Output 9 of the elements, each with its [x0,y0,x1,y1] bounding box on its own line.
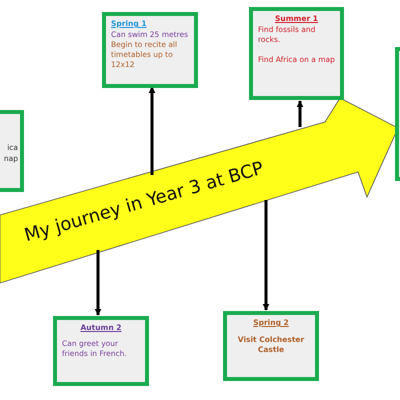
arrow [148,86,156,175]
text-box [0,110,24,192]
text-box [53,316,149,386]
arrow [94,250,102,316]
text-box [249,7,344,100]
arrow [296,100,304,127]
arrow [262,200,270,311]
text-box [102,12,198,88]
text-box [223,311,319,381]
